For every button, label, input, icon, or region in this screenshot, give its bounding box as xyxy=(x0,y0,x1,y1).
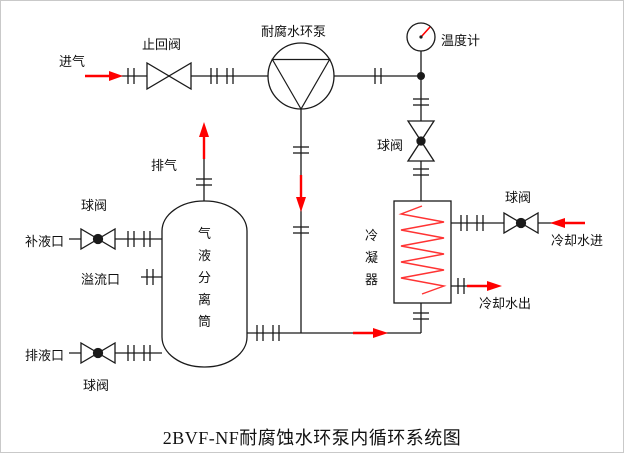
thermometer-label: 温度计 xyxy=(441,33,481,48)
makeup-port-label: 补液口 xyxy=(25,234,65,249)
ball-valve-vertical-symbol xyxy=(406,120,436,162)
drain-port-label: 排液口 xyxy=(25,348,65,363)
thermometer-needle xyxy=(420,26,431,38)
ball-valve-dot xyxy=(92,233,104,245)
flow-arrows xyxy=(85,71,585,338)
flow-arrow-cooling-out xyxy=(467,281,502,291)
ball-valve-cooling-label: 球阀 xyxy=(505,190,532,205)
valve-wedge xyxy=(96,227,116,251)
piping-diagram xyxy=(69,22,585,368)
ball-valve-makeup-symbol xyxy=(80,227,116,251)
condenser-coil xyxy=(398,205,447,295)
air-inlet-label: 进气 xyxy=(59,54,86,69)
ball-valve-dot xyxy=(416,136,426,146)
pump-label: 耐腐水环泵 xyxy=(261,24,327,39)
arrow-head xyxy=(296,197,306,212)
arrow-head xyxy=(373,328,388,338)
cooling-water-out-label: 冷却水出 xyxy=(479,296,532,311)
check-valve-label: 止回阀 xyxy=(142,37,182,52)
check-valve-symbol xyxy=(146,61,192,91)
valve-wedge xyxy=(80,341,100,365)
thermometer-gauge xyxy=(406,22,436,52)
arrow-head xyxy=(550,218,565,228)
valve-wedge xyxy=(503,211,523,235)
valves xyxy=(80,61,539,365)
valve-wedge xyxy=(96,341,116,365)
ball-valve-right-label: 球阀 xyxy=(377,138,404,153)
separator-vessel xyxy=(161,200,248,368)
valve-wedge xyxy=(406,120,436,143)
pipe-junction-dot xyxy=(417,72,425,80)
ball-valve-makeup-label: 球阀 xyxy=(81,198,108,213)
overflow-port-label: 溢流口 xyxy=(81,272,121,287)
valve-wedge xyxy=(146,61,171,91)
ball-valve-dot xyxy=(92,347,104,359)
thermometer-pivot xyxy=(419,35,423,39)
condenser-body xyxy=(393,200,452,304)
pump-impeller-triangle xyxy=(271,58,331,111)
flow-arrow-bottom-run xyxy=(353,328,388,338)
ball-valve-cooling-symbol xyxy=(503,211,539,235)
diagram-title: 2BVF-NF耐腐蚀水环泵内循环系统图 xyxy=(162,428,462,448)
valve-wedge xyxy=(406,139,436,162)
separator-label: 气液分离筒 xyxy=(197,226,211,329)
arrow-head xyxy=(487,281,502,291)
pump-body xyxy=(267,42,335,110)
ball-valve-drain-label: 球阀 xyxy=(83,378,110,393)
ball-valve-dot xyxy=(515,217,527,229)
flow-arrow-pump-discharge xyxy=(296,175,306,212)
condenser-label: 冷凝器 xyxy=(364,228,378,287)
flange-joints xyxy=(127,68,484,361)
valve-wedge xyxy=(80,227,100,251)
flow-arrow-air-inlet xyxy=(85,71,123,81)
arrow-head xyxy=(109,71,123,81)
exhaust-label: 排气 xyxy=(151,158,178,173)
ball-valve-drain-symbol xyxy=(80,341,116,365)
cooling-water-in-label: 冷却水进 xyxy=(551,233,604,248)
valve-wedge xyxy=(167,61,192,91)
valve-wedge xyxy=(519,211,539,235)
flow-arrow-cooling-in xyxy=(550,218,585,228)
arrow-head xyxy=(199,122,209,137)
flow-arrow-exhaust xyxy=(199,122,209,159)
